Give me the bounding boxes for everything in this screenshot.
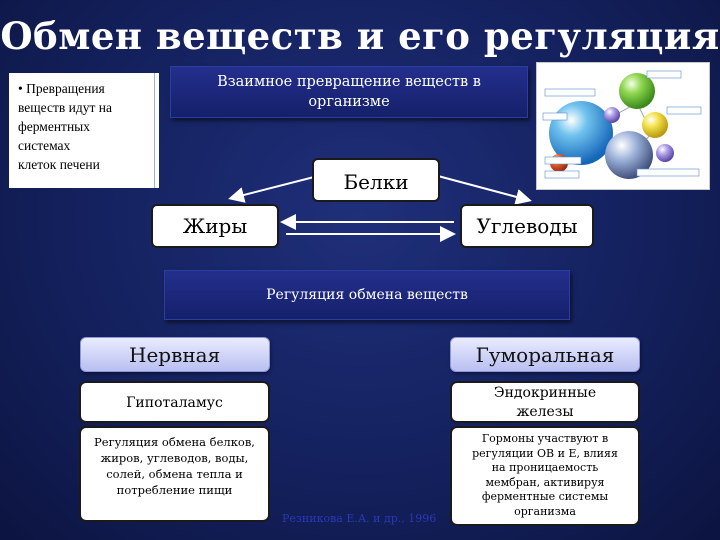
note-line: клеток печени — [18, 157, 100, 172]
humoral-regulation-label: Гуморальная — [450, 337, 640, 372]
node-zhiry: Жиры — [151, 204, 279, 248]
citation: Резникова Е.А. и др., 1996 — [282, 512, 437, 525]
note-line: ферментных — [18, 119, 90, 134]
endocrine-line: Эндокринные — [493, 385, 597, 401]
desc-line: солей, обмена тепла и — [106, 467, 243, 481]
header-line: Взаимное превращение веществ в — [217, 74, 481, 90]
desc-line: на проницаемость — [491, 461, 599, 474]
arrow-belki-uglevody — [437, 175, 532, 205]
nervous-regulation-label: Нервная — [80, 337, 270, 372]
desc-line: мембран, активируя — [485, 475, 605, 489]
note-line: веществ идут на — [18, 100, 112, 115]
desc-line: потребление пищи — [116, 483, 233, 497]
endocrine-line: железы — [516, 404, 574, 420]
note-divider — [154, 73, 155, 188]
liver-note: • Превращения веществ идут на ферментных… — [9, 73, 159, 188]
desc-line: Гормоны участвуют в — [481, 432, 609, 445]
desc-line: ферментные системы — [481, 490, 609, 503]
nervous-description-box: Регуляция обмена белков, жиров, углеводо… — [79, 426, 270, 522]
endocrine-glands-box: Эндокринные железы — [450, 381, 640, 423]
note-line: системах — [18, 138, 71, 153]
note-line: • Превращения — [18, 81, 105, 96]
interconversion-header: Взаимное превращение веществ в организме — [170, 66, 528, 118]
regulation-header: Регуляция обмена веществ — [164, 270, 570, 320]
humoral-description-box: Гормоны участвуют в регуляции ОВ и Е, вл… — [450, 426, 640, 526]
node-belki: Белки — [312, 158, 440, 202]
molecules-illustration-icon — [536, 62, 710, 190]
page-title: Обмен веществ и его регуляция — [0, 14, 720, 58]
hypothalamus-box: Гипоталамус — [79, 381, 270, 423]
node-uglevody: Углеводы — [460, 204, 594, 248]
desc-line: организма — [514, 504, 576, 518]
header-line: организме — [308, 94, 390, 110]
desc-line: Регуляция обмена белков, — [94, 435, 255, 449]
arrow-belki-zhiry — [228, 175, 319, 203]
molecules-picture — [542, 70, 702, 179]
desc-line: жиров, углеводов, воды, — [100, 451, 249, 465]
desc-line: регуляции ОВ и Е, влияя — [472, 446, 618, 460]
